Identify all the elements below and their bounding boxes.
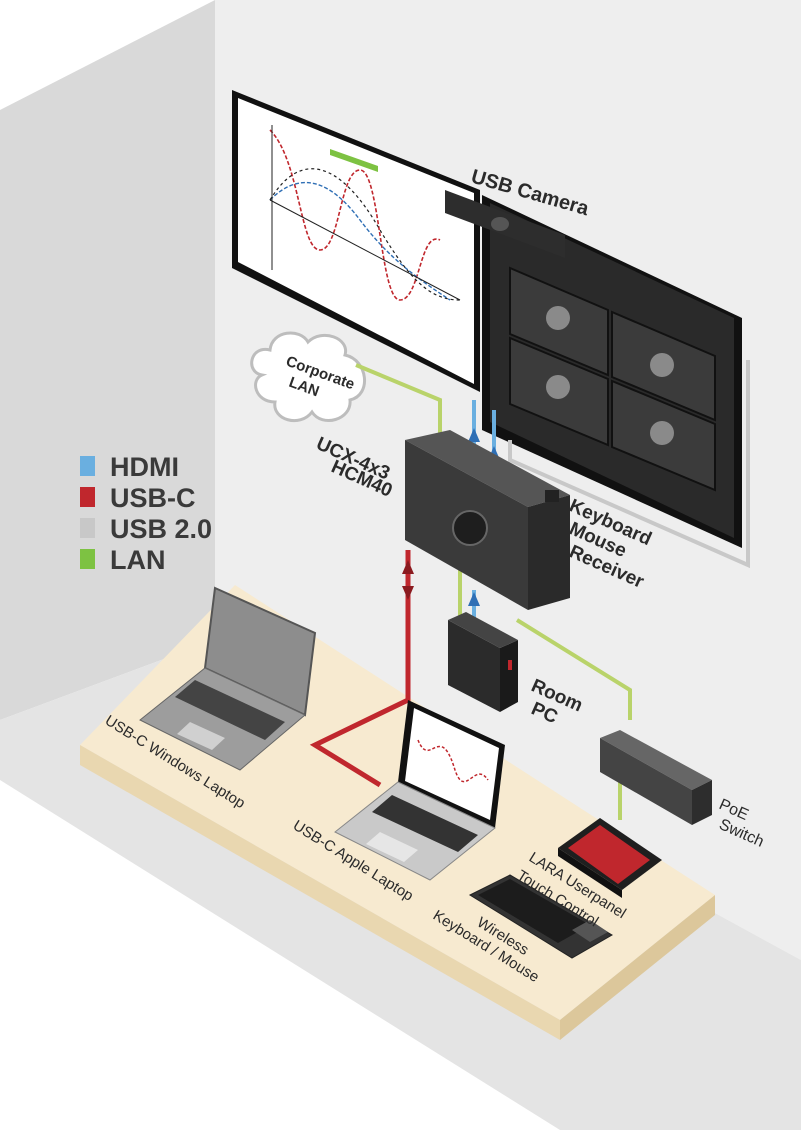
- lara-panel-front: [558, 848, 622, 898]
- lara-panel-screen: [568, 825, 650, 884]
- left-display-screen: [238, 98, 474, 384]
- legend-label-usb2: USB 2.0: [110, 514, 212, 544]
- graph-axis-x: [269, 199, 461, 301]
- graph-curve-black: [269, 168, 461, 301]
- table-front: [80, 745, 560, 1040]
- legend-swatch-usb2: [80, 518, 95, 538]
- camera-lens: [491, 217, 509, 231]
- participant-icon: [546, 375, 570, 399]
- usb-arrow: [402, 560, 414, 574]
- legend-swatch-hdmi: [80, 456, 95, 476]
- room-pc-top: [448, 612, 518, 648]
- ucx-fan: [452, 510, 488, 546]
- poe-switch-top: [600, 730, 712, 790]
- room-pc-front: [448, 620, 500, 712]
- legend-swatch-usbc: [80, 487, 95, 507]
- ucx-top: [405, 430, 570, 507]
- graph-curve-blue: [269, 181, 451, 301]
- poe-switch-side: [692, 780, 712, 825]
- poe-switch-front: [600, 738, 692, 825]
- hdmi-arrow: [468, 428, 480, 442]
- ucx-side: [528, 495, 570, 610]
- legend: HDMI USB-C USB 2.0 LAN: [80, 452, 212, 575]
- apple-laptop-trackpad: [366, 832, 418, 862]
- room-pc-side: [500, 640, 518, 712]
- cable-usb2: [309, 550, 411, 788]
- usb-arrow: [402, 586, 414, 600]
- receiver-dongle: [545, 490, 559, 502]
- participant-icon: [546, 306, 570, 330]
- participant-icon: [650, 421, 674, 445]
- room-pc-led: [508, 660, 512, 670]
- legend-label-lan: LAN: [110, 545, 166, 575]
- legend-swatch-lan: [80, 549, 95, 569]
- table-side: [560, 895, 715, 1040]
- hdmi-arrow: [468, 592, 480, 606]
- windows-laptop-trackpad: [177, 722, 225, 750]
- cable-lan-grey: [508, 360, 750, 569]
- legend-label-hdmi: HDMI: [110, 452, 179, 482]
- wireless-keyboard-touchpad: [572, 920, 608, 942]
- apple-laptop-screen-inner: [405, 708, 499, 820]
- legend-label-usbc: USB-C: [110, 483, 196, 513]
- windows-laptop-keyboard: [175, 680, 285, 740]
- cable-lan-green: [515, 618, 632, 720]
- apple-laptop-keyboard: [372, 795, 478, 852]
- apple-laptop-graph: [417, 739, 489, 783]
- wireless-keyboard-keys: [478, 879, 590, 943]
- corporate-lan-cloud: [250, 331, 366, 423]
- participant-icons: [546, 306, 674, 445]
- participant-icon: [650, 353, 674, 377]
- left-wall: [0, 0, 215, 720]
- left-display-bar: [330, 149, 378, 172]
